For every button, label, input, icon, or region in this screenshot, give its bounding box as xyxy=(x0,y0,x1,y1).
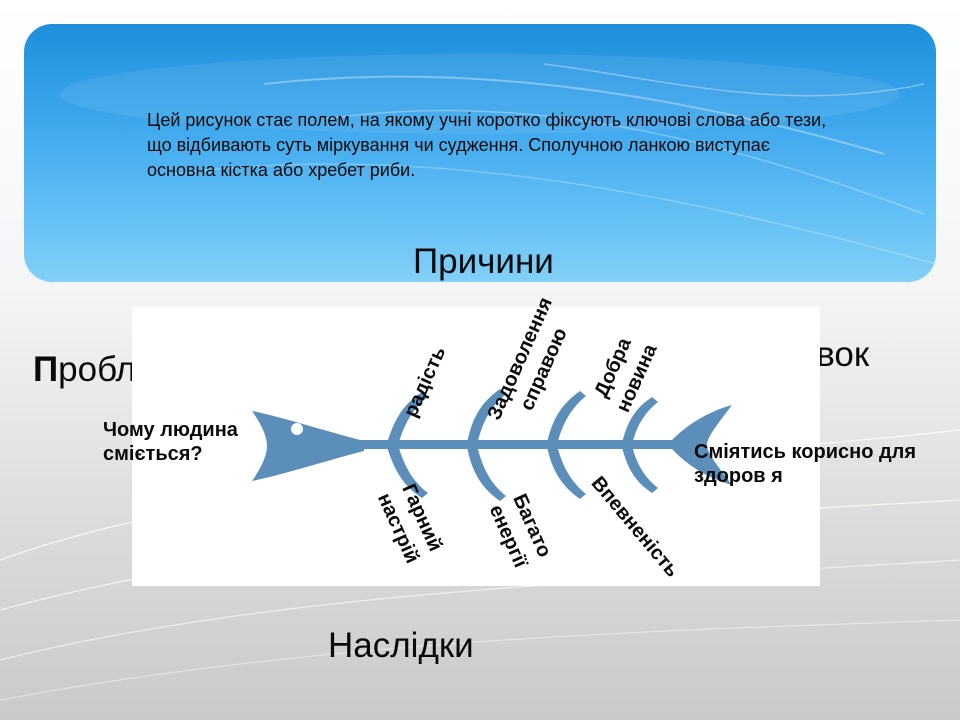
problem-question: Чому людина сміється? xyxy=(103,419,238,465)
consequences-heading: Наслідки xyxy=(328,626,474,665)
fish-eye xyxy=(291,423,303,435)
fish-tail xyxy=(672,405,732,485)
header-banner xyxy=(24,24,936,282)
problem-heading-initial: П xyxy=(33,350,59,389)
fish-head xyxy=(252,411,364,481)
fish-spine xyxy=(357,440,677,449)
intro-text: Цей рисунок стає полем, на якому учні ко… xyxy=(147,110,827,180)
banner-decoration xyxy=(60,54,936,265)
fishbone-icon xyxy=(252,389,732,501)
causes-heading: Причини xyxy=(413,242,554,281)
conclusion-text: Сміятись корисно для здоров я xyxy=(694,441,917,487)
